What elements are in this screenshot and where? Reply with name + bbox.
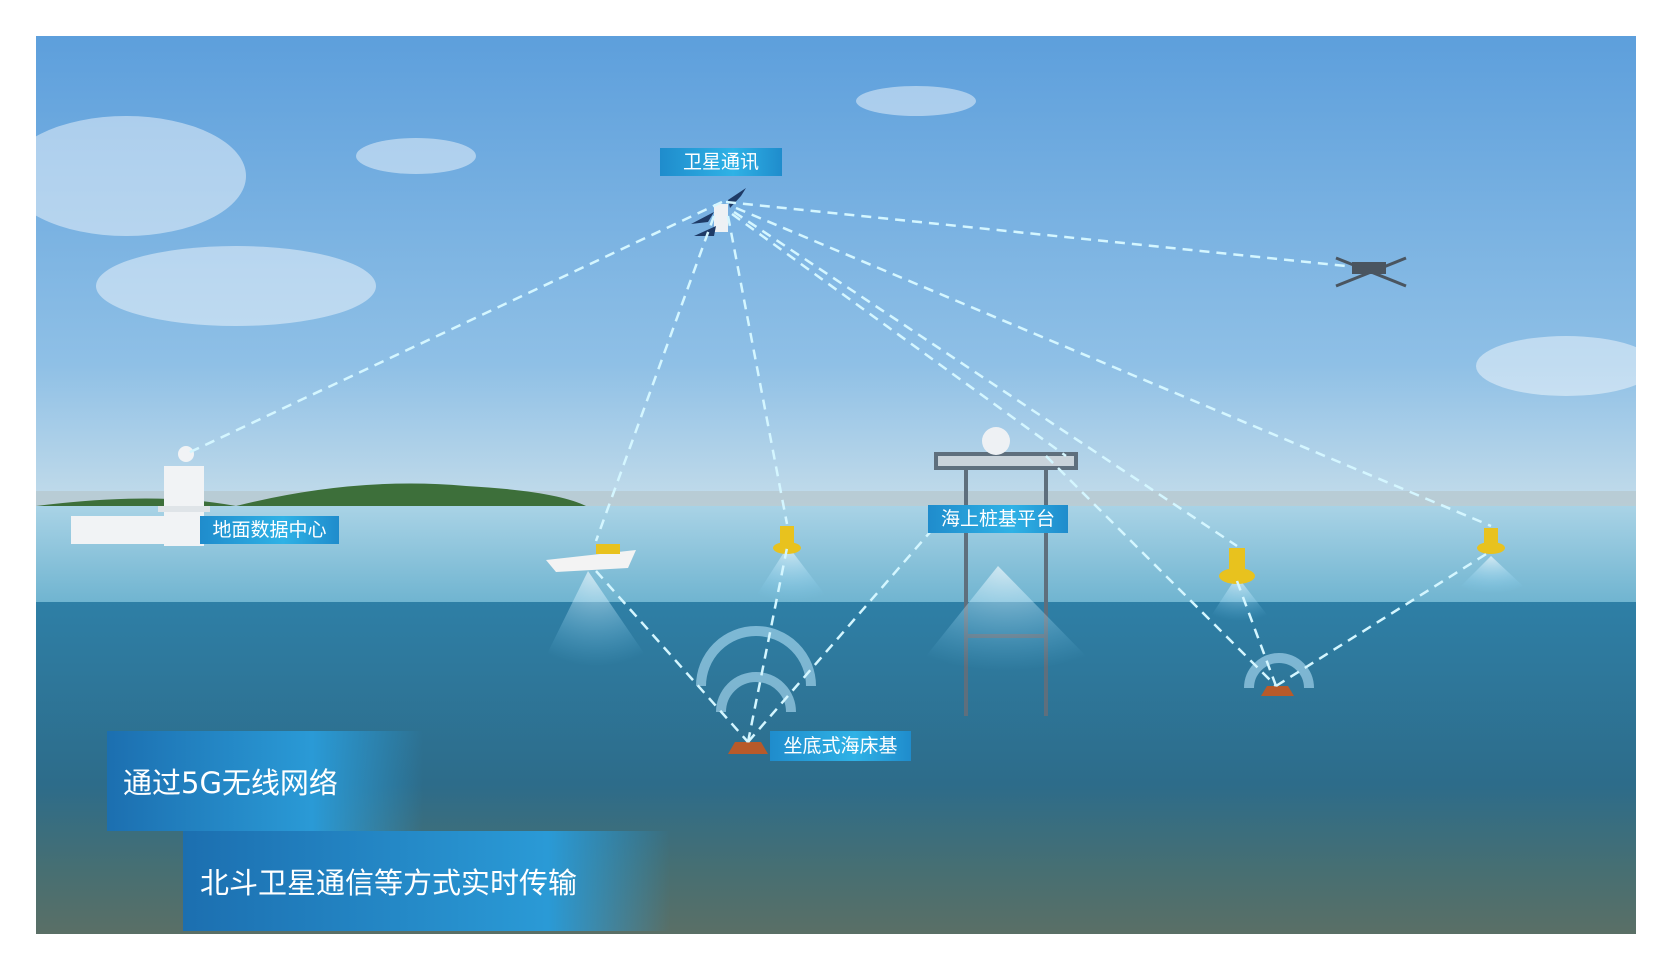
clouds bbox=[36, 86, 1636, 396]
seabed-sensors bbox=[728, 686, 1294, 754]
communication-links bbox=[185, 200, 1492, 743]
ocean-monitoring-scene: 卫星通讯 地面数据中心 海上桩基平台 坐底式海床基 通过5G无线网络 北斗卫星通… bbox=[36, 36, 1636, 934]
buoys bbox=[773, 526, 1505, 584]
sonar-cones bbox=[546, 546, 1523, 671]
caption-banner-2: 北斗卫星通信等方式实时传输 bbox=[183, 831, 670, 931]
drone bbox=[1335, 256, 1407, 288]
ground-station bbox=[71, 446, 210, 546]
scene-illustration bbox=[36, 36, 1636, 934]
satellite-comm-label: 卫星通讯 bbox=[660, 148, 782, 176]
satellite bbox=[691, 188, 746, 236]
caption-banner-1: 通过5G无线网络 bbox=[107, 731, 423, 831]
offshore-platform-label: 海上桩基平台 bbox=[928, 505, 1068, 533]
boat bbox=[546, 550, 636, 572]
seabed-base-label: 坐底式海床基 bbox=[770, 731, 911, 761]
caption-line-2: 北斗卫星通信等方式实时传输 bbox=[200, 866, 578, 900]
ground-data-center-label: 地面数据中心 bbox=[200, 516, 339, 544]
caption-line-1: 通过5G无线网络 bbox=[123, 766, 338, 800]
